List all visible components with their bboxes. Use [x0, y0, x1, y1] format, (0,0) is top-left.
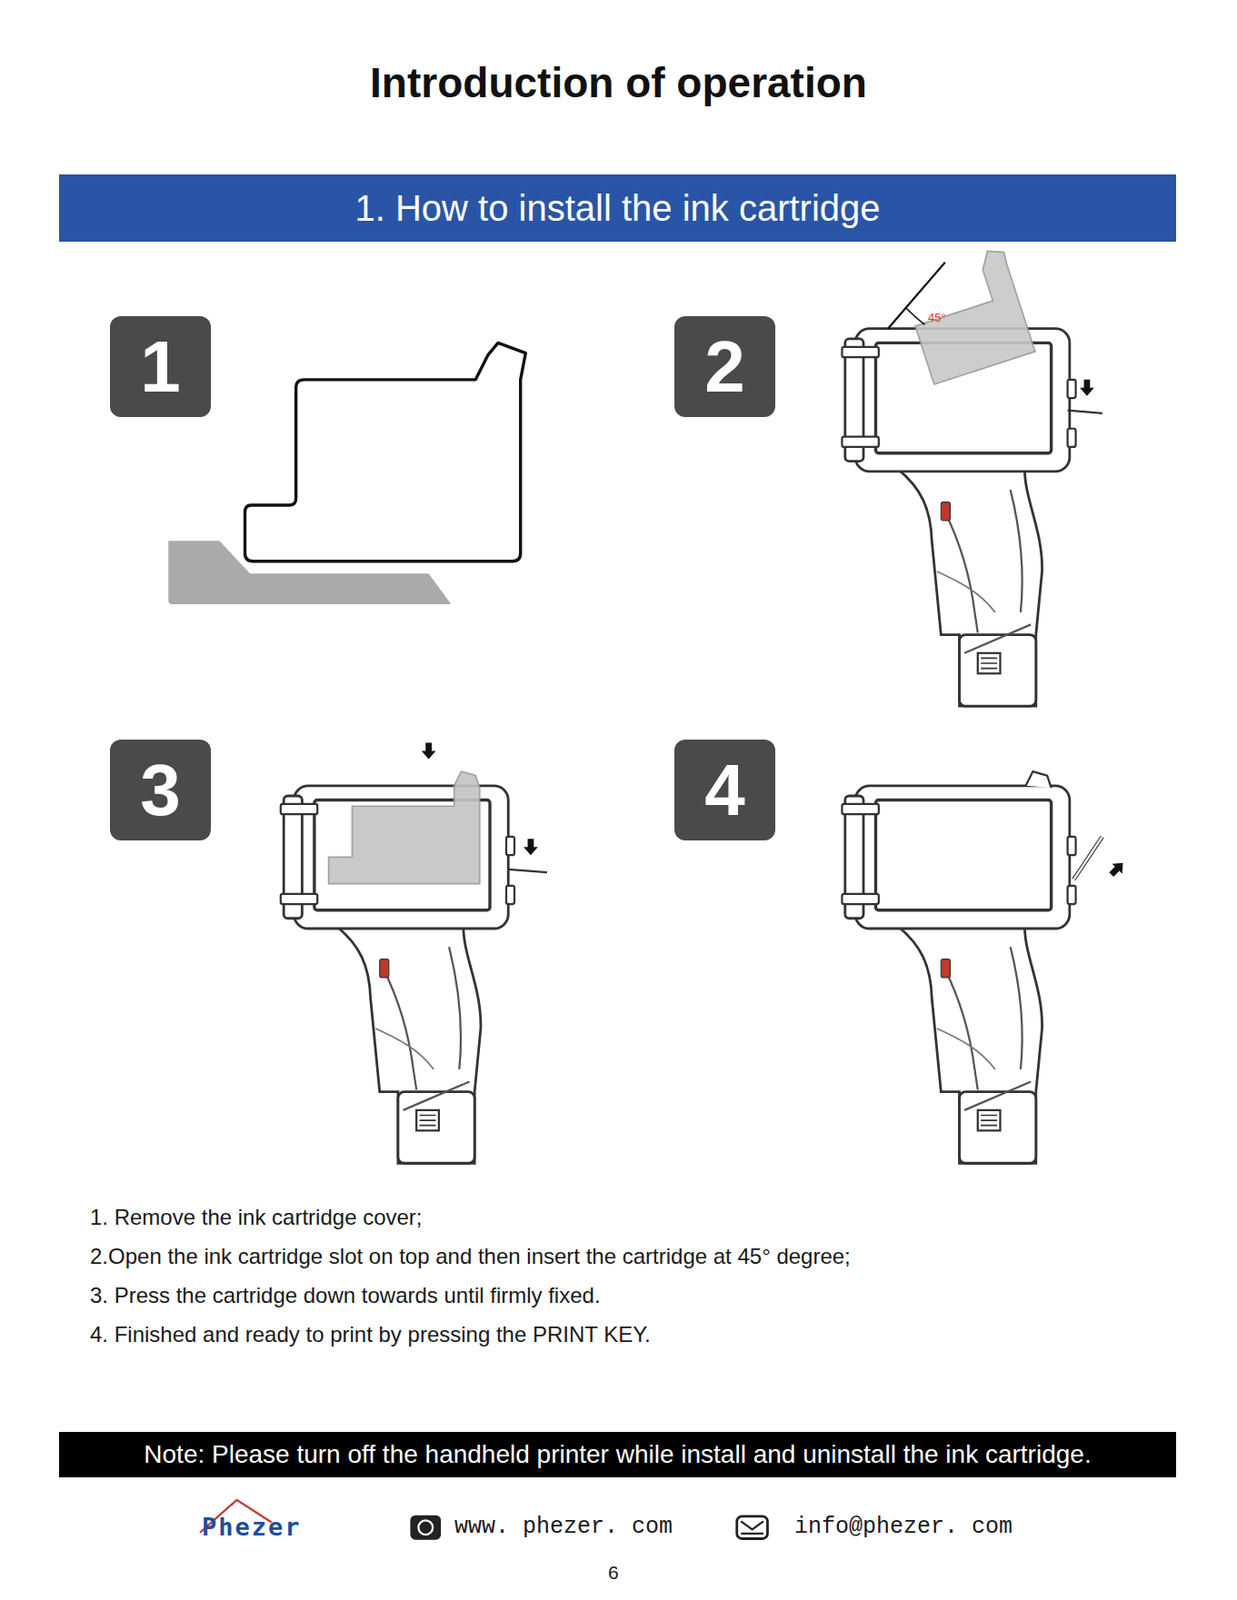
step-number-text: 2: [704, 327, 746, 408]
step-number: 3: [109, 739, 211, 841]
note-bar-text: Note: Please turn off the handheld print…: [143, 1441, 1091, 1470]
step-number-text: 1: [139, 327, 181, 408]
section-band: 1. How to install the ink cartridge: [59, 174, 1177, 242]
step-number: 4: [674, 739, 776, 841]
page-title: Introduction of operation: [0, 58, 1237, 108]
angle-label: 45°: [927, 310, 947, 325]
email-address: info@phezer. com: [794, 1514, 1013, 1541]
instruction-line: 1. Remove the ink cartridge cover;: [89, 1205, 423, 1231]
step-number: 2: [674, 316, 776, 418]
page-number: 6: [608, 1562, 619, 1585]
note-bar: Note: Please turn off the handheld print…: [59, 1432, 1177, 1478]
instruction-line: 4. Finished and ready to print by pressi…: [89, 1322, 651, 1348]
instruction-line: 3. Press the cartridge down towards unti…: [89, 1283, 601, 1309]
website-url: www. phezer. com: [454, 1514, 673, 1541]
instruction-line: 2.Open the ink cartridge slot on top and…: [89, 1244, 851, 1270]
brand-logo: Phezer: [201, 1513, 302, 1542]
section-band-text: 1. How to install the ink cartridge: [354, 188, 880, 229]
step-number: 1: [109, 316, 211, 418]
step-number-text: 4: [704, 750, 746, 831]
step-number-text: 3: [139, 750, 181, 831]
